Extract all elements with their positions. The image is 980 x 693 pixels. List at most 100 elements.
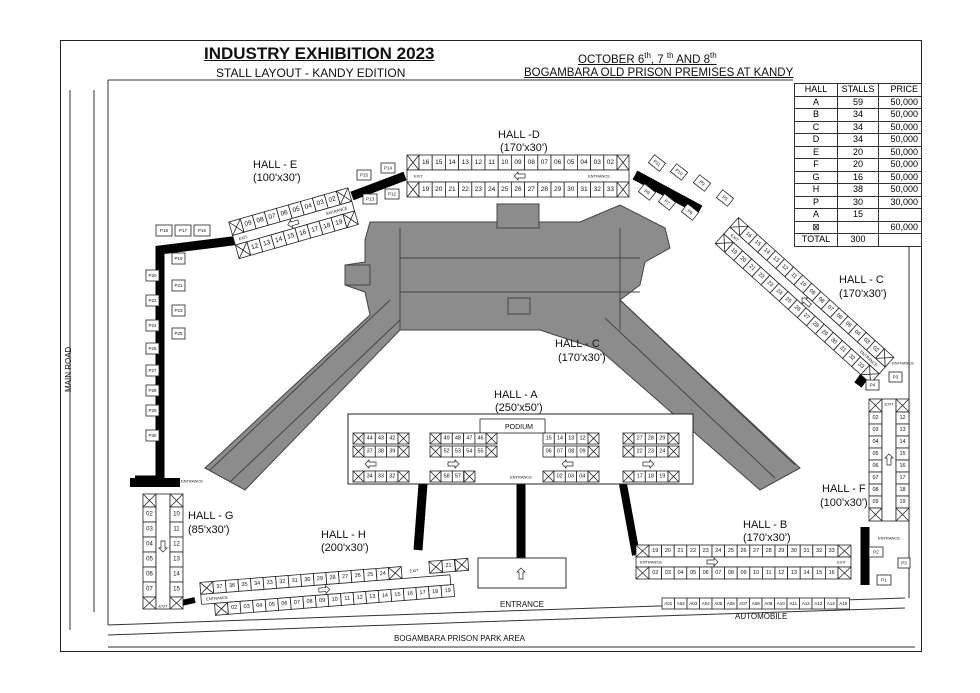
stall-number: 05 [269,602,276,608]
stall-number: 29 [820,329,829,338]
stall-number: P3 [893,375,899,380]
legend-cell: 50,000 [878,145,922,159]
legend-cell: 50,000 [878,120,922,134]
stall-cell [145,404,160,417]
stall-number: 09 [740,570,746,576]
stall-cell [897,557,911,569]
stall-cell [637,183,657,201]
legend-cell: STALLS [837,83,879,97]
stall-number: 08 [817,296,826,305]
main-entrance-label: ENTRANCE [500,600,545,609]
stall-number: 33 [378,474,384,480]
stall-number: 14 [762,247,771,256]
exit-label: EXIT [238,234,248,241]
stall-number: 33 [856,362,865,371]
stall-number: A04 [702,601,711,606]
stall-number: 28 [811,321,820,330]
direction-arrow-icon [318,584,331,595]
stall-number: 08 [306,599,313,605]
cross-stall-line [142,493,157,508]
building-annex [344,264,371,286]
stall-number: A03 [689,601,698,606]
stall-number: 29 [554,186,562,193]
stall-number: 47 [466,436,472,442]
walkway-left-end [130,478,180,487]
stall-number: 25 [728,548,734,554]
legend-cell: C [794,120,838,134]
cross-stall-line [215,602,228,616]
stall-cell [145,294,160,307]
cross-stall-line [352,470,365,483]
stall-number: P16 [198,228,207,233]
stall-number: 03 [594,159,602,166]
stall-number: 12 [778,570,784,576]
stall-number: A12 [802,601,811,606]
cross-stall-line [667,432,680,445]
stall-cell [451,470,464,483]
stall-number: 38 [378,449,384,455]
stall-number: 24 [659,449,665,455]
stall-number: P29 [148,408,157,413]
stall-number: P30 [148,433,157,438]
hall-e-name: HALL - E [253,159,298,171]
stall-number: P8 [643,188,651,196]
cross-stall-line [406,181,420,198]
park-boundary [107,607,906,636]
stall-number: 02 [231,605,238,611]
stall-number: 13 [462,159,470,166]
legend-cell: 30,000 [878,195,922,209]
stall-cell [888,371,903,383]
stall-number: 08 [256,216,265,225]
direction-arrow-icon [801,297,812,308]
stall-number: 32 [279,579,286,585]
stall-number: 33 [607,186,615,193]
stall-number: 46 [477,436,483,442]
stall-number: A15 [839,601,848,606]
stall-number: 23 [766,280,775,289]
legend-cell: 50,000 [878,158,922,172]
stall-number: 39 [389,449,395,455]
stall-cell [692,174,712,192]
stall-number: 09 [514,159,522,166]
stall-number: 07 [294,600,301,606]
cross-stall-line [729,225,749,228]
cross-stall-line [616,181,630,198]
stall-number: A13 [814,601,823,606]
stall-number: 42 [389,436,395,442]
park-area-label: BOGAMBARA PRISON PARK AREA [394,634,525,643]
stall-number: A14 [827,601,836,606]
direction-arrow-icon [513,171,526,181]
legend-cell: 59 [837,95,879,109]
stall-number: P17 [179,228,188,233]
hall-b-size: (170'x30') [743,532,791,544]
stall-number: 13 [771,255,780,264]
stall-number: 06 [872,463,878,469]
legend-cell: 20 [837,145,879,159]
cross-stall-line [406,154,420,171]
stall-number: 23 [703,548,709,554]
legend-cell [878,233,922,247]
stall-number: 11 [766,570,772,576]
cross-stall-line [455,558,469,572]
stall-number: 29 [659,436,665,442]
stall-number: 05 [690,570,696,576]
stall-cell [145,269,160,282]
stall-number: 24 [715,548,721,554]
walkway-de [350,171,407,201]
cross-stall-line [635,566,650,580]
legend-cell: 50,000 [878,183,922,197]
stall-number: 15 [394,592,401,598]
stall-number: 25 [367,572,374,578]
exhibition-subtitle: STALL LAYOUT - KANDY EDITION [216,66,406,80]
legend-cell: F [794,158,838,172]
cross-stall-line [895,507,910,522]
cross-stall-line [868,398,883,413]
stall-number: P27 [148,368,157,373]
stall-number: 03 [862,337,871,346]
